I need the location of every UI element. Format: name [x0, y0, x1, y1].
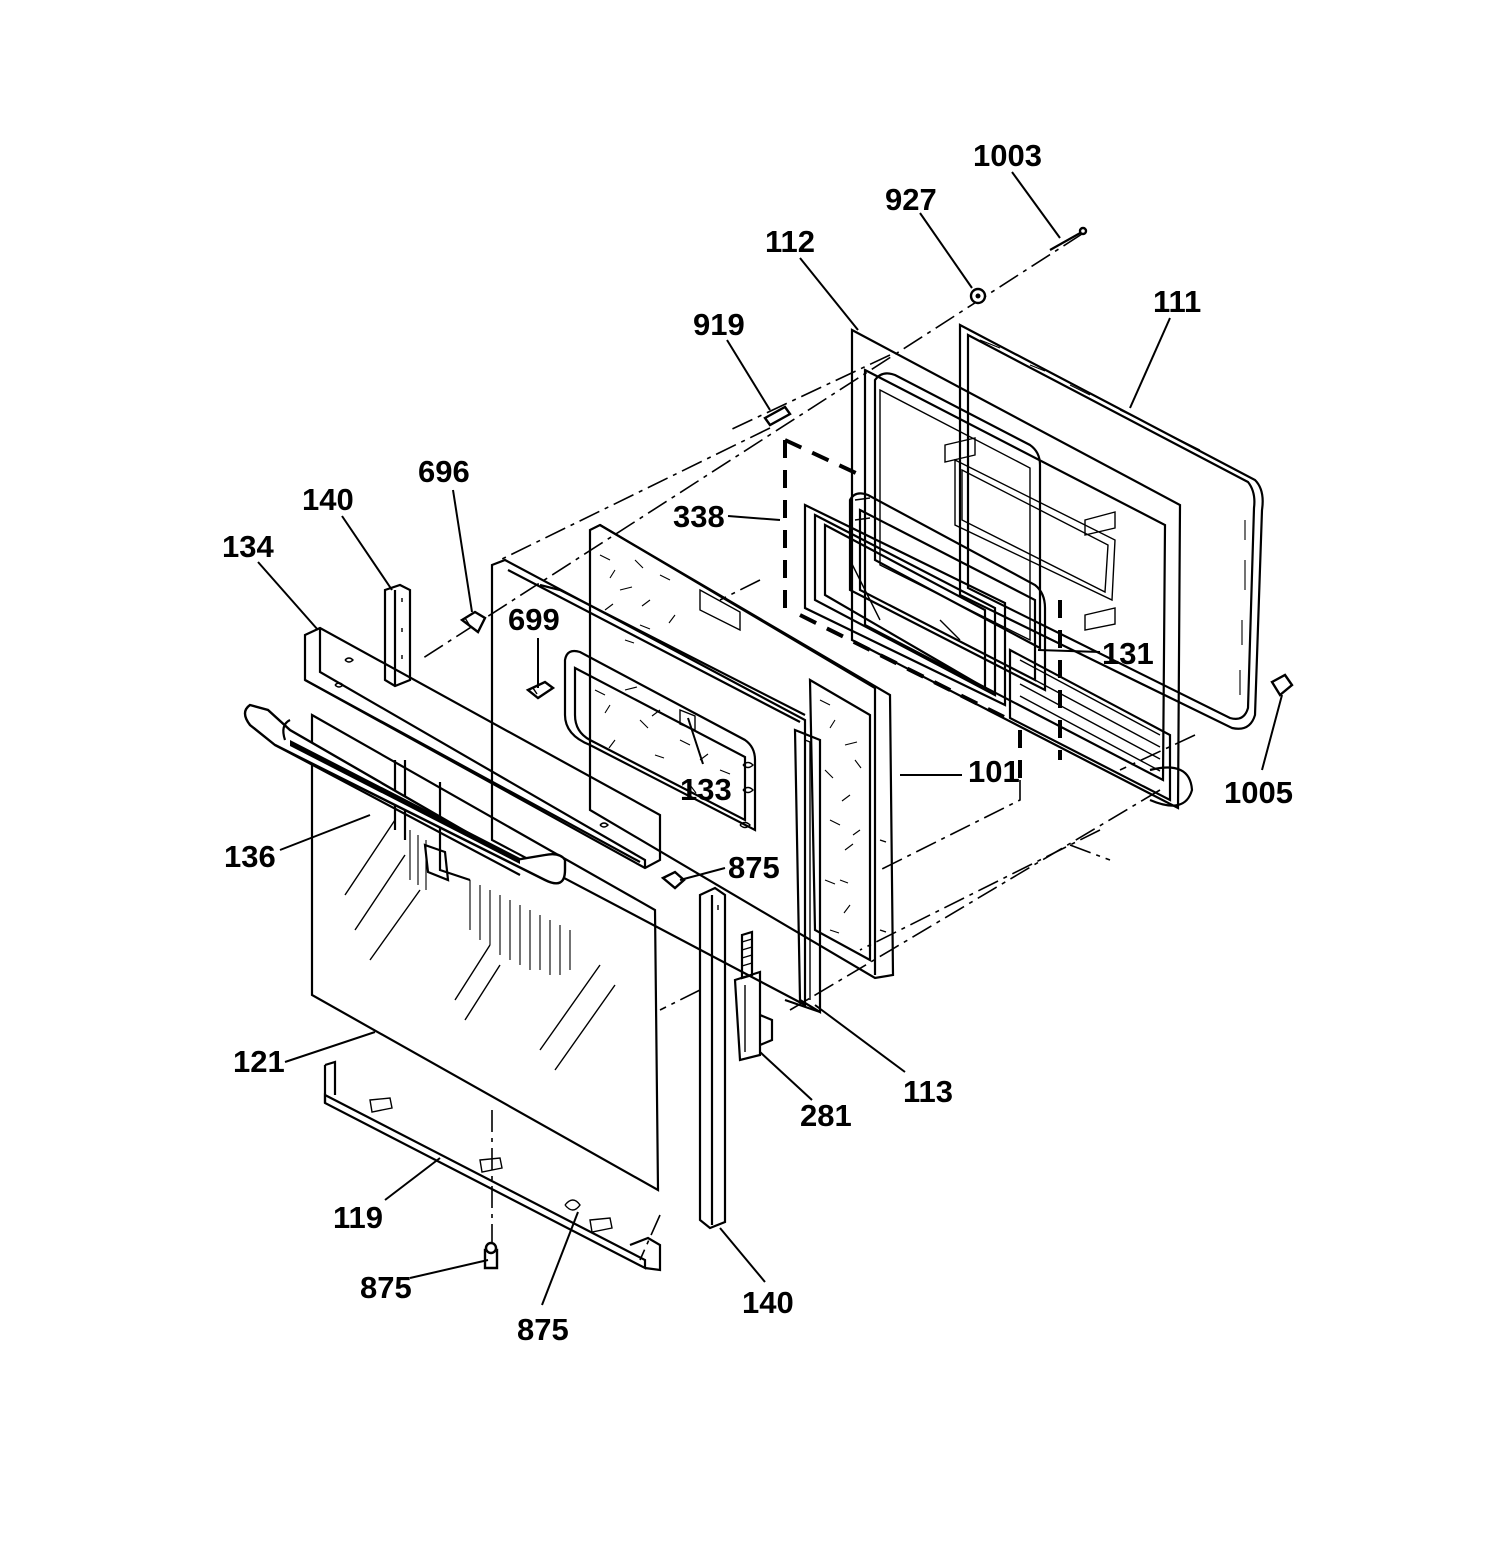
fasteners [459, 226, 1294, 1270]
callout-919: 919 [693, 307, 745, 342]
callout-140-lower: 140 [742, 1285, 794, 1320]
callout-113: 113 [903, 1074, 953, 1109]
callout-875-upper: 875 [728, 850, 780, 885]
callout-labels: 1003 927 112 111 919 696 140 134 338 699… [222, 138, 1293, 1347]
callout-927: 927 [885, 182, 937, 217]
part-112-door-frame [850, 328, 1194, 810]
part-111-outer-panel [944, 323, 1264, 730]
part-136-handle [243, 703, 567, 885]
callout-136: 136 [224, 839, 276, 874]
part-134-trim [303, 626, 662, 870]
callout-875-bottom-left: 875 [360, 1270, 412, 1305]
callout-140-upper: 140 [302, 482, 354, 517]
callout-696: 696 [418, 454, 470, 489]
part-101-inner-panel [588, 523, 895, 980]
screw-1003 [1049, 226, 1088, 251]
callout-133: 133 [680, 772, 732, 807]
screw-875-upper [660, 870, 686, 890]
callout-131: 131 [1102, 636, 1154, 671]
screw-699 [525, 680, 556, 700]
pin-919 [763, 405, 792, 427]
callout-119: 119 [333, 1200, 383, 1235]
screw-1005 [1270, 673, 1294, 697]
washer-927 [969, 287, 987, 305]
part-131-inner-window [848, 492, 1047, 692]
part-281-hinge [733, 930, 774, 1062]
callout-699: 699 [508, 602, 560, 637]
callout-121: 121 [233, 1044, 285, 1079]
leader-lines [257, 171, 1283, 1306]
callout-875-bottom-mid: 875 [517, 1312, 569, 1347]
callout-338: 338 [673, 499, 725, 534]
callout-112: 112 [765, 224, 815, 259]
callout-1005: 1005 [1224, 775, 1293, 810]
screw-696 [459, 610, 487, 634]
callout-101: 101 [968, 754, 1020, 789]
callout-281: 281 [800, 1098, 852, 1133]
part-140-right-channel [698, 886, 727, 1230]
screw-875-bottom [483, 1241, 499, 1270]
part-119-bottom-trim [323, 1060, 662, 1272]
callout-1003: 1003 [973, 138, 1042, 173]
part-121-outer-glass [310, 713, 660, 1192]
part-113-side-channel [784, 728, 822, 1014]
door-liner [490, 558, 807, 1007]
part-338-window-pack [783, 438, 1062, 790]
callout-111: 111 [1153, 284, 1201, 319]
alignment-lines [419, 233, 1196, 1261]
callout-134: 134 [222, 529, 274, 564]
